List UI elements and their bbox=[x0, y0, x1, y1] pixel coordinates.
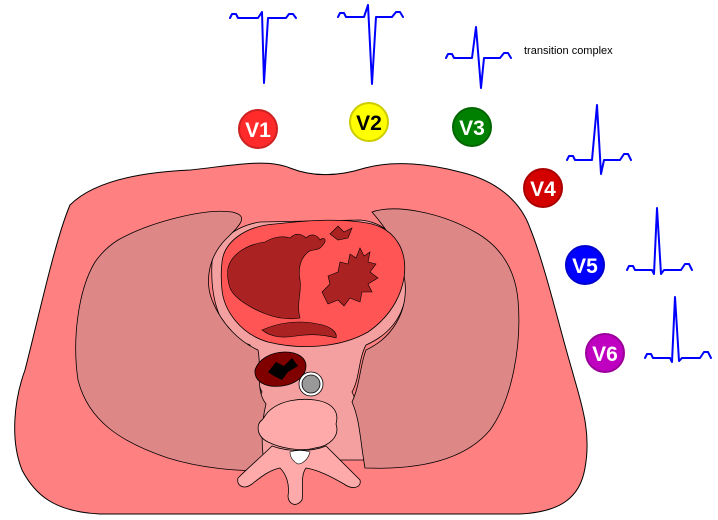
right-lung bbox=[75, 210, 267, 471]
lead-v5-badge: V5 bbox=[565, 245, 605, 285]
lead-v5-circle bbox=[565, 245, 605, 285]
right-ventricle-cavity bbox=[227, 233, 326, 320]
atrium bbox=[261, 321, 337, 339]
transition-complex-label: transition complex bbox=[524, 45, 613, 57]
ecg-trace-v4 bbox=[566, 104, 632, 175]
lead-v2-circle bbox=[349, 102, 389, 142]
ecg-trace-v1 bbox=[229, 11, 297, 84]
lead-v1-badge: V1 bbox=[238, 109, 278, 149]
spinal-canal bbox=[289, 450, 311, 465]
lead-v3-label: V3 bbox=[459, 117, 485, 140]
ecg-trace-v6 bbox=[644, 296, 712, 363]
lead-v4-label: V4 bbox=[530, 178, 556, 201]
lead-v4-circle bbox=[523, 168, 563, 208]
thorax-cross-section bbox=[14, 162, 588, 515]
lead-v1-circle bbox=[238, 109, 278, 149]
lead-v2-label: V2 bbox=[356, 112, 382, 135]
lead-v6-label: V6 bbox=[592, 343, 618, 366]
lead-v6-circle bbox=[585, 333, 625, 373]
lead-v6-badge: V6 bbox=[585, 333, 625, 373]
ecg-trace-v5 bbox=[626, 207, 693, 275]
lead-v3-circle bbox=[452, 107, 492, 147]
vertebral-body bbox=[257, 398, 338, 450]
left-ventricle-cavity bbox=[321, 247, 379, 307]
ecg-trace-v2 bbox=[337, 4, 404, 85]
lead-v1-label: V1 bbox=[245, 119, 271, 142]
ecg-complexes bbox=[229, 4, 712, 363]
ecg-trace-v3 bbox=[445, 26, 512, 89]
lead-v3-badge: V3 bbox=[452, 107, 492, 147]
lead-v4-badge: V4 bbox=[523, 168, 563, 208]
papillary-muscle bbox=[329, 225, 353, 241]
left-lung bbox=[351, 208, 520, 469]
esophagus-lumen bbox=[268, 358, 298, 380]
vertebral-arch bbox=[237, 445, 361, 505]
aorta-lumen bbox=[301, 374, 321, 394]
lead-v2-badge: V2 bbox=[349, 102, 389, 142]
lead-v5-label: V5 bbox=[572, 255, 598, 278]
